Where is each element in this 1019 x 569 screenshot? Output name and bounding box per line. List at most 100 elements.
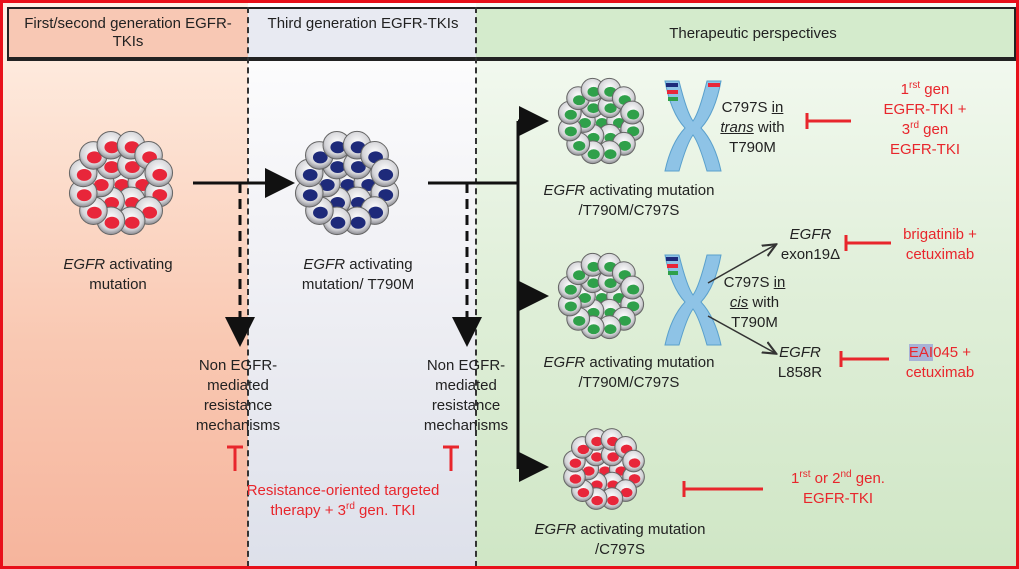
cell-nucleus	[607, 452, 619, 462]
cell-nucleus	[578, 293, 591, 303]
branch1-cell-label: EGFR activating mutation /T790M/C797S	[529, 181, 729, 221]
sub2-tx-hl: EAI	[908, 344, 934, 361]
sub2-tx-1: 045 +	[933, 344, 972, 361]
header-third-gen: Third generation EGFR-TKIs	[267, 15, 459, 32]
cell-nucleus	[591, 480, 603, 490]
cell-nucleus	[104, 141, 120, 154]
cell-nucleus	[591, 452, 603, 462]
cell-nucleus	[142, 206, 158, 219]
branch2-desc: activating mutation /T790M/C797S	[578, 354, 715, 391]
arrow-to-exon19	[707, 245, 775, 284]
cell-nucleus	[578, 118, 591, 128]
branch3-desc: activating mutation /C797S	[580, 521, 706, 558]
cell-nucleus	[628, 458, 641, 468]
therapy-sup: rd	[345, 501, 355, 512]
therapy-line1: Resistance-oriented targeted	[246, 482, 440, 499]
cell-nucleus	[577, 487, 590, 498]
cell-cluster-c797s	[563, 428, 645, 510]
cell-nucleus	[350, 161, 366, 174]
branch2-sub2-treatment: EAI045 + cetuximab	[885, 343, 995, 383]
header-col2	[248, 7, 476, 59]
cell-nucleus	[378, 168, 394, 181]
branch3-tx-post: gen.	[851, 470, 885, 487]
branch1-tx-sup3: rd	[910, 120, 920, 131]
diagram-graphics	[68, 77, 891, 510]
resistance-text-1: Non EGFR-mediated resistance mechanisms	[195, 357, 281, 434]
branch1-mut-line3: T790M	[729, 139, 776, 156]
branch1-tx-3: 3	[901, 121, 911, 138]
cell-nucleus	[319, 179, 335, 191]
cell-nucleus	[569, 458, 582, 468]
branch1-treatment: 1rst gen EGFR-TKI + 3rd gen EGFR-TKI	[865, 80, 985, 160]
branch2-sub1-label: EGFR exon19Δ	[773, 225, 848, 265]
stage1-label: EGFR activating mutation	[43, 255, 193, 295]
sub1-gene: EGFR	[789, 226, 832, 243]
branch2-sub2-label: EGFR L858R	[765, 343, 835, 383]
cell-nucleus	[620, 487, 633, 498]
cell-nucleus	[368, 206, 384, 219]
branch1-tx-2: EGFR-TKI +	[883, 101, 967, 118]
branch1-tx-1b: gen	[920, 81, 950, 98]
cell-nucleus	[627, 284, 640, 295]
sub1-tx-2: cetuximab	[905, 246, 975, 263]
cell-nucleus	[312, 151, 328, 164]
cell-nucleus	[330, 216, 346, 229]
panel-third-gen	[248, 3, 476, 566]
branch1-mutation: C797S in trans with T790M	[715, 98, 790, 158]
resistance-therapy-label: Resistance-oriented targeted therapy + 3…	[228, 481, 458, 521]
cell-nucleus	[378, 189, 394, 202]
cell-nucleus	[618, 140, 631, 151]
header-col1	[7, 7, 248, 59]
cell-nucleus	[124, 216, 140, 229]
branch2-gene: EGFR	[543, 354, 586, 371]
stage2-desc: activating mutation/ T790M	[301, 256, 415, 293]
cell-nucleus	[587, 324, 600, 335]
branch3-tx-mid: or 2	[810, 470, 841, 487]
sub2-tx-2: cetuximab	[905, 364, 975, 381]
cell-nucleus	[569, 474, 582, 484]
branch3-cell-label: EGFR activating mutation /C797S	[515, 520, 725, 560]
cell-nucleus	[591, 436, 603, 447]
cell-nucleus	[330, 196, 346, 209]
divider-1	[247, 7, 249, 566]
cell-nucleus	[604, 278, 617, 289]
header-therapeutic-perspectives: Therapeutic perspectives	[669, 25, 837, 42]
cell-nucleus	[607, 495, 619, 506]
branch3-tx-sup1: rst	[799, 469, 811, 480]
stage1-gene: EGFR	[63, 256, 106, 273]
cell-nucleus	[104, 216, 120, 229]
cell-nucleus	[93, 179, 109, 191]
branch1-mut-line1: C797S	[721, 99, 772, 116]
cell-nucleus	[577, 444, 590, 455]
therapy-line2-post: gen. TKI	[354, 502, 416, 519]
cell-nucleus	[604, 324, 617, 335]
cell-nucleus	[124, 161, 140, 174]
cell-cluster-egfr	[68, 130, 174, 236]
cell-nucleus	[573, 95, 586, 106]
branch1-mut-trans: trans	[720, 119, 754, 136]
branch3-tx-1: 1	[791, 470, 800, 487]
cell-nucleus	[627, 109, 640, 120]
arrow-to-l858r	[707, 315, 775, 353]
branch3-tx-2: EGFR-TKI	[803, 490, 873, 507]
resistance-text-2: Non EGFR-mediated resistance mechanisms	[423, 357, 509, 434]
cell-nucleus	[587, 278, 600, 289]
sub1-tx-1: brigatinib +	[903, 226, 977, 243]
cell-nucleus	[583, 466, 595, 476]
cell-nucleus	[573, 315, 586, 326]
branch1-tx-1: 1	[900, 81, 910, 98]
panel-first-second-gen	[3, 3, 248, 566]
sub1-desc: exon19Δ	[780, 246, 841, 263]
therapy-line2-pre: therapy + 3	[270, 502, 346, 519]
branch3-tx-sup2: nd	[840, 469, 852, 480]
cell-nucleus	[350, 216, 366, 229]
header-col3	[476, 7, 1016, 59]
cell-nucleus	[564, 109, 577, 120]
cell-cluster-trans	[557, 77, 645, 165]
cell-nucleus	[87, 206, 102, 219]
branch2-mut-with: with	[748, 294, 780, 311]
cell-nucleus	[313, 206, 328, 219]
branch2-mut-in: in	[773, 274, 786, 291]
header-first-second-gen: First/second generation EGFR-TKIs	[24, 15, 232, 50]
